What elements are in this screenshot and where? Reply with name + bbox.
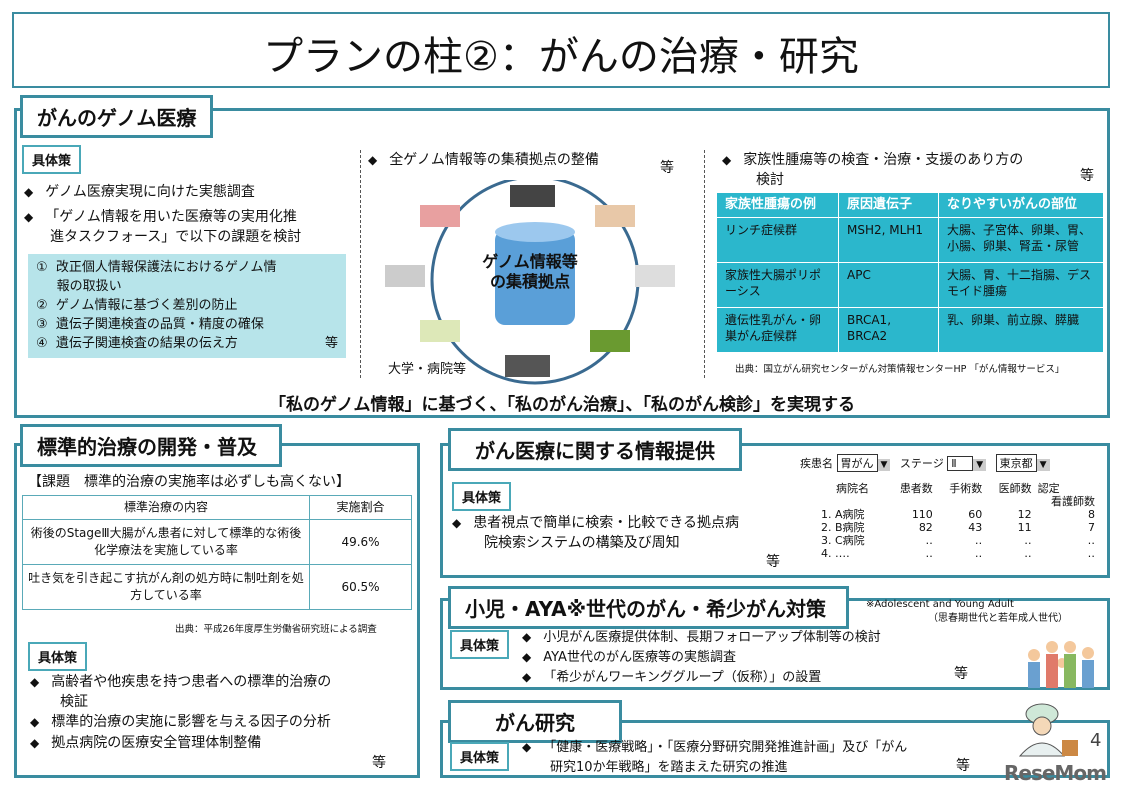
- standard-table: 標準治療の内容実施割合 術後のStageⅢ大腸がん患者に対して標準的な術後化学療…: [22, 495, 412, 610]
- dropdown-arrow-icon[interactable]: ▼: [877, 459, 891, 471]
- issues-box: ① 改正個人情報保護法におけるゲノム情 報の取扱い ② ゲノム情報に基づく差別の…: [28, 254, 346, 358]
- etc: 等: [324, 336, 338, 351]
- issue-title: 【課題 標準的治療の実施率は必ずしも高くない】: [28, 474, 350, 490]
- info-tag: 具体策: [452, 482, 512, 511]
- genome-bullet-cont: 進タスクフォース」で以下の課題を検討: [50, 229, 302, 245]
- genome-bullet: ◆「ゲノム情報を用いた医療等の実用化推: [24, 209, 297, 225]
- statement: 「私のゲノム情報」に基づく、「私のがん治療」、「私のがん検診」を実現する: [269, 395, 855, 415]
- table-row: 3. C病院‥‥‥‥: [821, 534, 1095, 547]
- right-bullet: ◆家族性腫瘍等の検査・治療・支援のあり方の: [722, 152, 1024, 168]
- page-title: プランの柱②：がんの治療・研究: [263, 34, 859, 80]
- issue: ④ 遺伝子関連検査の結果の伝え方: [36, 336, 238, 351]
- standard-bullet: ◆標準的治療の実施に影響を与える因子の分析: [30, 714, 331, 730]
- standard-bullet: ◆高齢者や他疾患を持つ患者への標準的治療の: [30, 674, 332, 690]
- disease-label: 疾患名: [800, 457, 833, 470]
- source-note: 出典：国立がん研究センターがん対策情報センターHP 「がん情報サービス」: [735, 364, 1065, 375]
- etc: 等: [956, 758, 970, 774]
- dropdown-arrow-icon[interactable]: ▼: [1036, 459, 1050, 471]
- info-header: がん医療に関する情報提供: [448, 428, 742, 471]
- research-bullet-cont: 研究10か年戦略」を踏まえた研究の推進: [550, 760, 788, 775]
- researcher-illustration-icon: [1018, 703, 1078, 757]
- page-number: 4: [1090, 730, 1102, 751]
- info-bullet-cont: 院検索システムの構築及び周知: [484, 535, 680, 551]
- hospital-icon: [385, 185, 675, 377]
- aya-bullet: ◆「希少がんワーキンググループ（仮称）」の設置: [522, 670, 822, 685]
- right-bullet-cont: 検討: [756, 172, 784, 188]
- dropdown-arrow-icon[interactable]: ▼: [973, 459, 987, 471]
- research-header: がん研究: [448, 700, 622, 743]
- issue: ③ 遺伝子関連検査の品質・精度の確保: [36, 317, 264, 332]
- database-icon: [495, 222, 575, 325]
- research-bullet: ◆「健康・医療戦略」・「医療分野研究開発推進計画」及び「がん: [522, 740, 908, 755]
- aya-tag: 具体策: [450, 630, 510, 659]
- standard-bullet-cont: 検証: [60, 694, 88, 710]
- center-bullet: ◆全ゲノム情報等の集積拠点の整備: [368, 152, 599, 168]
- people-illustration-icon: [1028, 641, 1094, 688]
- etc: 等: [954, 666, 968, 682]
- title-box: [12, 12, 1110, 88]
- genome-bullet: ◆ゲノム医療実現に向けた実態調査: [24, 184, 255, 200]
- standard-tag: 具体策: [28, 642, 88, 671]
- issue-last-row: ④ 遺伝子関連検査の結果の伝え方 等: [36, 334, 338, 353]
- divider: [704, 150, 705, 378]
- genome-tag: 具体策: [22, 145, 82, 174]
- etc: 等: [766, 554, 780, 570]
- hub-label: ゲノム情報等の集積拠点: [482, 252, 578, 291]
- etc: 等: [660, 160, 674, 176]
- issue: 報の取扱い: [36, 279, 122, 294]
- etc: 等: [372, 755, 386, 771]
- divider: [360, 150, 361, 378]
- research-tag: 具体策: [450, 742, 510, 771]
- source-note: 出典：平成26年度厚生労働省研究班による調査: [175, 624, 377, 635]
- aya-bullet: ◆小児がん医療提供体制、長期フォローアップ体制等の検討: [522, 630, 881, 645]
- search-form: 疾患名 胃がん▼ ステージ Ⅱ▼ 東京都▼: [800, 454, 1056, 472]
- prefecture-select[interactable]: 東京都: [995, 454, 1037, 472]
- stage-select[interactable]: Ⅱ: [947, 456, 974, 471]
- aya-note: （思春期世代と若年成人世代）: [928, 613, 1068, 624]
- standard-header: 標準的治療の開発・普及: [20, 424, 282, 467]
- issue: ① 改正個人情報保護法におけるゲノム情: [36, 260, 277, 275]
- standard-bullet: ◆拠点病院の医療安全管理体制整備: [30, 735, 262, 751]
- hub-diagram: [385, 180, 675, 385]
- aya-note: ※Adolescent and Young Adult: [866, 599, 1014, 610]
- etc: 等: [1080, 168, 1094, 184]
- aya-header: 小児・AYA※世代のがん・希少がん対策: [448, 586, 850, 629]
- watermark-logo: ReseMom: [1004, 761, 1107, 785]
- disease-select[interactable]: 胃がん: [836, 454, 878, 472]
- genome-header: がんのゲノム医療: [20, 95, 214, 138]
- info-bullet: ◆患者視点で簡単に検索・比較できる拠点病: [452, 515, 739, 531]
- aya-bullet: ◆AYA世代のがん医療等の実態調査: [522, 650, 736, 665]
- issue: ② ゲノム情報に基づく差別の防止: [36, 298, 238, 313]
- table-row: 4. ‥‥‥‥‥‥: [821, 547, 1095, 560]
- stage-label: ステージ: [899, 457, 944, 470]
- univ-label: 大学・病院等: [388, 362, 467, 377]
